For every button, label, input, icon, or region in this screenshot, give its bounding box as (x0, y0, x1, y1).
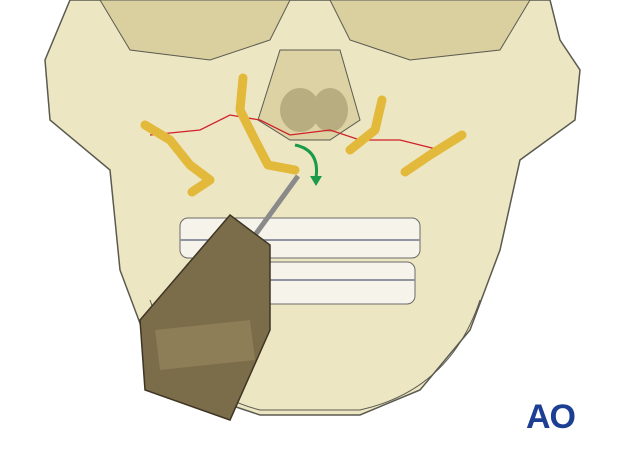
bone-plates (140, 73, 467, 197)
plate-left-l (140, 120, 215, 197)
nasal-concha-left (280, 88, 320, 132)
plate-right-l (400, 130, 467, 177)
screwdriver-handle (139, 213, 271, 421)
rotation-arrow-icon (294, 143, 319, 179)
nasal-concha-right (312, 88, 348, 132)
ao-logo: AO (526, 398, 576, 436)
plate-right-vertical (345, 95, 387, 155)
rotation-arrow-head-icon (310, 176, 322, 186)
left-orbit (99, 0, 291, 61)
fracture-line (149, 114, 441, 151)
screwdriver-handle-highlight (155, 320, 255, 370)
right-orbit (329, 0, 531, 61)
screwdriver-shaft (252, 174, 301, 237)
plate-left-vertical (235, 73, 300, 175)
